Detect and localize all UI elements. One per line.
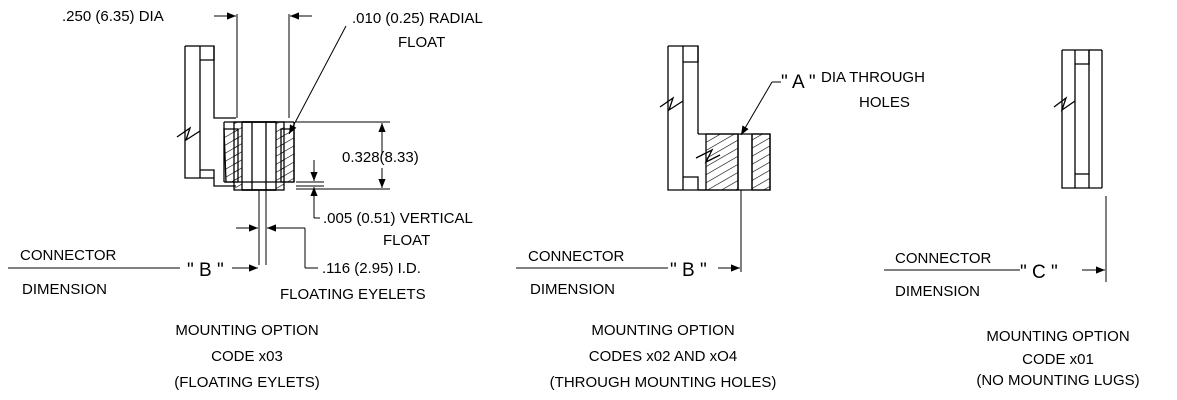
hole-leader [740,81,773,136]
hole-label-2: HOLES [859,94,910,111]
radial-float-leader [288,25,347,135]
caption-1-line-2: CODE x03 [211,348,283,365]
connector-label-1: CONNECTOR [20,247,117,264]
caption-2-line-2: CODES x02 AND xO4 [589,348,737,365]
dim-letter-c: " C " [1020,262,1058,283]
floating-eyelet-view: .250 (6.35) DIA .010 (0.25) RADIAL FLOAT… [8,8,483,391]
caption-3-line-1: MOUNTING OPTION [986,328,1129,345]
no-lugs-view: CONNECTOR DIMENSION " C " MOUNTING OPTIO… [884,49,1140,389]
through-holes-view: " A " DIA THROUGH HOLES CONNECTOR DIMENS… [516,45,925,391]
connector-body-3 [1053,49,1103,189]
caption-2-line-3: (THROUGH MOUNTING HOLES) [550,374,777,391]
hole-label-1: DIA THROUGH [821,69,925,86]
caption-2-line-1: MOUNTING OPTION [591,322,734,339]
caption-1-line-3: (FLOATING EYLETS) [174,374,320,391]
dia-label: .250 (6.35) DIA [62,8,164,25]
dimension-label-1: DIMENSION [22,281,107,298]
flange-eyelet-section [223,121,295,191]
caption-1-line-1: MOUNTING OPTION [175,322,318,339]
vertical-float-label-1: .005 (0.51) VERTICAL [323,210,473,227]
radial-float-label-2: FLOAT [398,34,445,51]
vertical-float-label-2: FLOAT [383,232,430,249]
mounting-flange-2 [695,133,771,191]
dimension-label-2: DIMENSION [530,281,615,298]
connector-body-2 [659,45,706,191]
connector-body-1 [176,45,236,187]
eyelet-id-label-2: FLOATING EYELETS [280,286,426,303]
radial-float-label-1: .010 (0.25) RADIAL [352,10,483,27]
caption-3-line-2: CODE x01 [1022,351,1094,368]
connector-label-3: CONNECTOR [895,250,992,267]
connector-label-2: CONNECTOR [528,248,625,265]
dimension-label-3: DIMENSION [895,283,980,300]
eyelet-id-label-1: .116 (2.95) I.D. [322,260,421,277]
height-label: 0.328(8.33) [342,149,419,166]
dia-dimension [214,12,312,118]
vertical-float-dimension [296,160,324,219]
caption-3-line-3: (NO MOUNTING LUGS) [976,372,1139,389]
eyelet-id-dimension [236,190,318,269]
hole-letter-a: " A " [781,72,816,93]
dim-letter-b-2: " B " [670,260,707,281]
dim-letter-b-1: " B " [187,260,224,281]
